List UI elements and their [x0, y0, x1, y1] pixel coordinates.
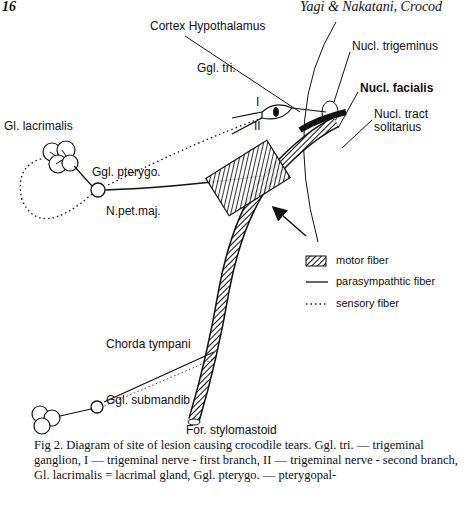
part-label: N.pet.maj.	[106, 205, 161, 218]
facial-nerve	[194, 122, 336, 420]
legend-text: motor fiber	[336, 254, 389, 266]
part-label: Ggl. tri.	[197, 62, 236, 75]
cortex-line	[185, 36, 300, 112]
part-label: Ggl. pterygo.	[92, 166, 161, 179]
part-label: Nucl. tract solitarius	[374, 108, 452, 134]
facial-nerve-hatch	[194, 122, 336, 420]
parasympathetic-fiber	[74, 166, 92, 186]
part-label: Nucl. trigeminus	[352, 40, 438, 53]
part-label: Chorda tympani	[106, 338, 191, 351]
part-label: For. stylomastoid	[186, 424, 277, 437]
part-label: Cortex Hypothalamus	[150, 20, 265, 33]
ganglion-core	[273, 107, 279, 117]
legend-text: sensory fiber	[336, 297, 399, 309]
leader-line	[338, 92, 358, 128]
legend-sample	[306, 281, 328, 282]
leader-line	[342, 120, 372, 148]
legend-text: parasympathtic fiber	[336, 275, 435, 287]
nucleus-facialis	[300, 112, 346, 130]
part-label: 16	[2, 0, 16, 13]
figure-caption: Fig 2. Diagram of site of lesion causing…	[34, 438, 470, 483]
lacrimal-gland	[43, 141, 78, 173]
legend-sample	[306, 303, 328, 304]
lesion-arrow	[274, 208, 306, 236]
submandibular-gland	[32, 406, 60, 434]
ganglion-circle	[91, 401, 103, 413]
part-label: Ggl. submandib	[106, 394, 190, 407]
leader-line	[334, 52, 350, 102]
part-label: Nucl. facialis	[360, 82, 433, 95]
part-label: II	[254, 120, 261, 133]
part-label: Gl. lacrimalis	[4, 120, 73, 133]
part-label: I	[256, 96, 259, 109]
legend-sample	[306, 256, 326, 266]
ganglion-circle	[91, 183, 105, 197]
part-label: Yagi & Nakatani, Crocod	[300, 0, 442, 13]
lesion-block	[206, 140, 290, 215]
